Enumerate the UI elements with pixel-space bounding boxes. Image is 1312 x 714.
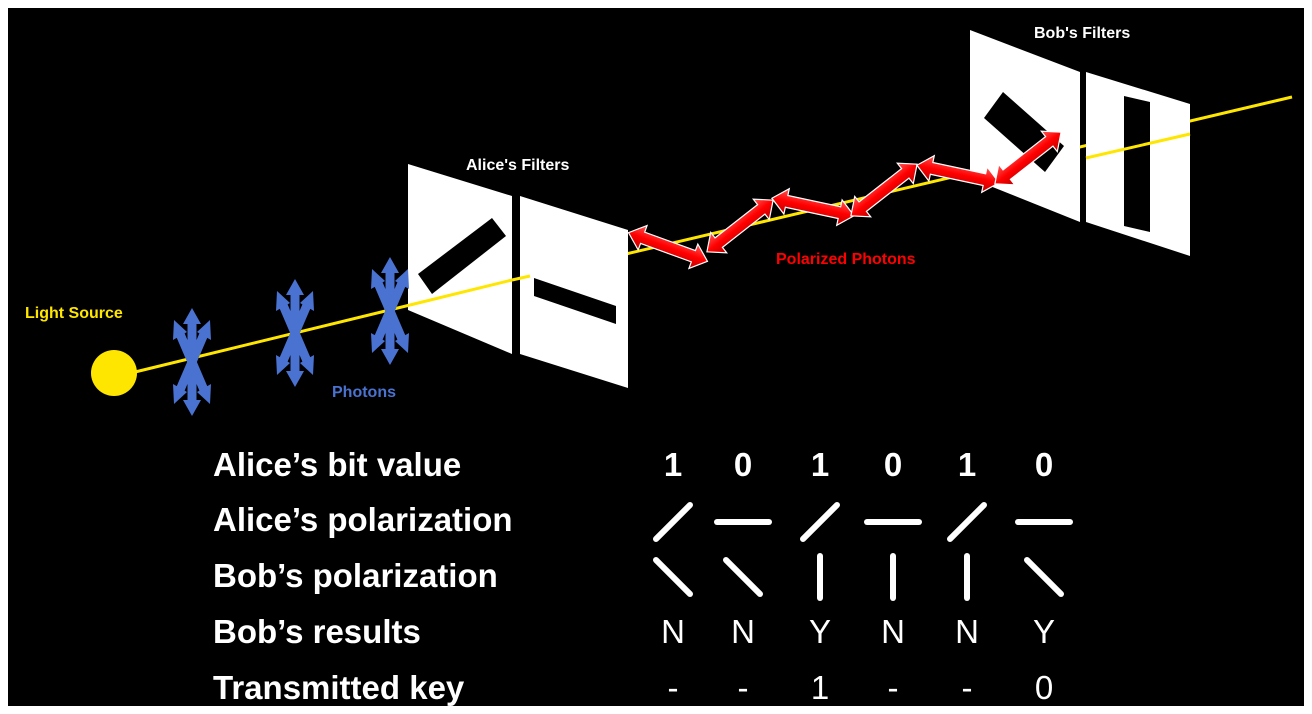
polarized-photon-arrow: [850, 162, 918, 218]
alice-bit-value: 0: [1035, 446, 1053, 483]
transmitted-key-value: -: [888, 669, 899, 706]
row-label-alice-polarization: Alice’s polarization: [213, 501, 513, 538]
alice-polarization-mark: [947, 502, 987, 542]
light-source-label: Light Source: [25, 305, 123, 322]
bob-result-value: N: [955, 613, 979, 650]
bob-result-value: N: [731, 613, 755, 650]
alice-filters-label: Alice's Filters: [466, 157, 570, 174]
bob-result-value: Y: [809, 613, 831, 650]
row-label-transmitted-key: Transmitted key: [213, 669, 465, 706]
alice-filter-diagonal-slit: [418, 218, 506, 294]
bob-polarization-mark: [1024, 557, 1064, 597]
alice-bit-value: 1: [664, 446, 682, 483]
bob-result-value: Y: [1033, 613, 1055, 650]
transmitted-key-value: -: [668, 669, 679, 706]
row-label-bob-polarization: Bob’s polarization: [213, 557, 498, 594]
polarized-photons-label: Polarized Photons: [776, 251, 916, 268]
alice-bit-value: 1: [811, 446, 829, 483]
transmitted-key-value: -: [962, 669, 973, 706]
alice-bit-value: 0: [734, 446, 752, 483]
polarized-photon-arrow: [627, 224, 709, 270]
row-label-alice-bit-value: Alice’s bit value: [213, 446, 461, 483]
photons-label: Photons: [332, 384, 396, 401]
beam-on-alice-filter: [409, 278, 513, 307]
transmitted-key-value: -: [738, 669, 749, 706]
light-source-icon: [91, 350, 137, 396]
bob-result-value: N: [881, 613, 905, 650]
polarized-photon-arrow: [994, 130, 1062, 186]
alice-bit-value: 1: [958, 446, 976, 483]
bob-polarization-mark: [653, 557, 693, 597]
light-beam-near: [134, 303, 411, 374]
beam-between-alice-filters: [511, 274, 531, 282]
bob-filters-label: Bob's Filters: [1034, 25, 1130, 42]
row-label-bob-results: Bob’s results: [213, 613, 421, 650]
bob-filter-vertical-slit: [1124, 96, 1150, 232]
alice-filter-horizontal-slit: [534, 278, 616, 324]
alice-polarization-mark: [800, 502, 840, 542]
bob-result-value: N: [661, 613, 685, 650]
transmitted-key-value: 0: [1035, 669, 1053, 706]
alice-polarization-mark: [653, 502, 693, 542]
alice-bit-value: 0: [884, 446, 902, 483]
beam-through-bob-filter: [1085, 132, 1191, 160]
polarized-photon-arrows: [627, 130, 1062, 270]
transmitted-key-value: 1: [811, 669, 829, 706]
bob-polarization-mark: [723, 557, 763, 597]
